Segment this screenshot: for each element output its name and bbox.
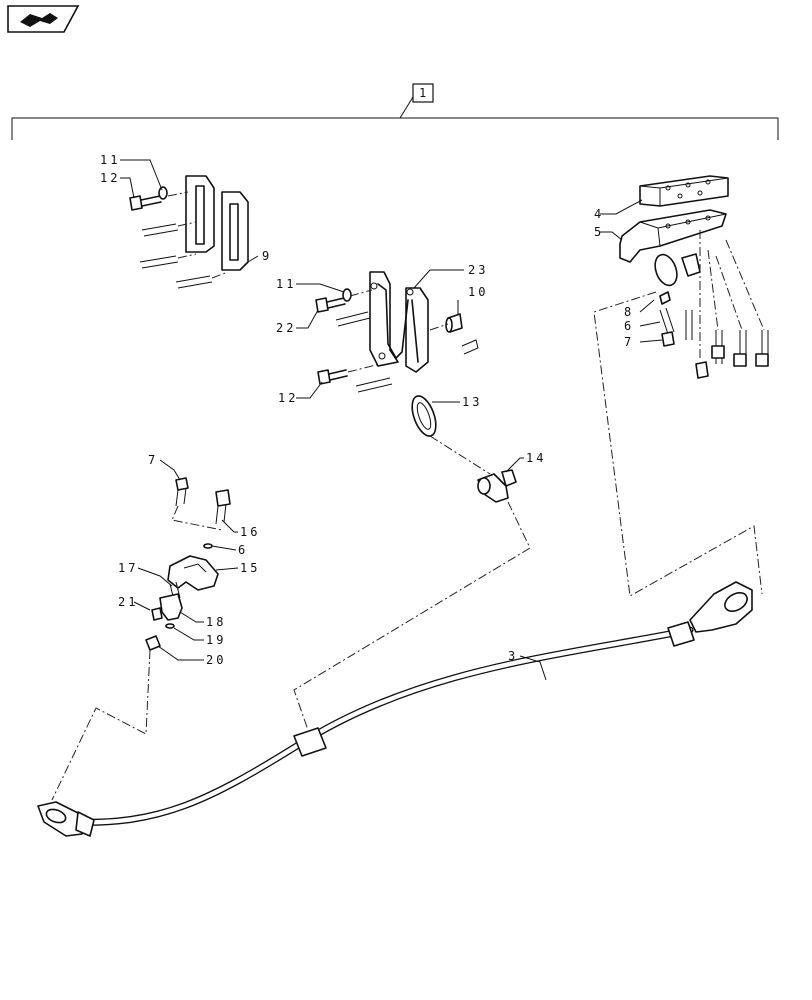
part-6-washer-right[interactable]: [659, 307, 675, 335]
callout-20: 20: [206, 653, 226, 667]
part-6-washer-left[interactable]: [203, 543, 213, 549]
part-13-link[interactable]: [407, 393, 440, 439]
callout-18: 18: [206, 615, 226, 629]
part-22-bolt[interactable]: [315, 297, 346, 313]
callout-3: 3: [508, 649, 518, 663]
assembly-number: 1: [419, 86, 426, 100]
callout-14: 14: [526, 451, 546, 465]
callout-22: 22: [276, 321, 296, 335]
callout-4: 4: [594, 207, 604, 221]
callout-12: 12: [100, 171, 120, 185]
part-16-bolt[interactable]: [215, 489, 231, 525]
part-12-bolt-upper[interactable]: [129, 195, 162, 211]
callout-15: 15: [240, 561, 260, 575]
hardware-bolts-right: [685, 230, 769, 379]
callout-7a: 7: [624, 335, 634, 349]
part-14-shackle[interactable]: [477, 469, 517, 503]
part-12-bolt-middle[interactable]: [317, 369, 348, 385]
assembly-number-box: [412, 83, 434, 103]
callout-11: 11: [100, 153, 120, 167]
part-18-latch[interactable]: [159, 593, 183, 621]
hardware-studs-23: [335, 289, 479, 393]
part-11-washer-upper[interactable]: [158, 186, 168, 200]
callout-16: 16: [240, 525, 260, 539]
callout-6b: 6: [238, 543, 248, 557]
part-4-pad[interactable]: [639, 175, 729, 207]
callout-23: 23: [468, 263, 488, 277]
callout-19: 19: [206, 633, 226, 647]
assembly-bracket: 1: [11, 83, 779, 140]
callout-21: 21: [118, 595, 138, 609]
callout-17: 17: [118, 561, 138, 575]
part-19-washer[interactable]: [165, 623, 175, 629]
part-7-bolt-right[interactable]: [661, 331, 675, 347]
part-8-bolt[interactable]: [659, 291, 671, 305]
callout-6a: 6: [624, 319, 634, 333]
callout-13: 13: [462, 395, 482, 409]
part-10-spacer[interactable]: [445, 313, 463, 333]
callout-8: 8: [624, 305, 634, 319]
callout-11b: 11: [276, 277, 296, 291]
callout-9: 9: [262, 249, 272, 263]
part-11-washer-middle[interactable]: [342, 288, 352, 302]
part-21-spring[interactable]: [151, 607, 163, 621]
callout-10: 10: [468, 285, 488, 299]
part-5-bracket-pad[interactable]: [619, 209, 727, 288]
part-23-bracket[interactable]: [369, 271, 429, 373]
book-arrow-icon[interactable]: [7, 5, 80, 33]
part-15-clamp[interactable]: [167, 555, 219, 591]
part-20-nut[interactable]: [145, 635, 161, 651]
part-9-bracket[interactable]: [185, 175, 249, 271]
callout-12b: 12: [278, 391, 298, 405]
hardware-studs-9: [139, 191, 229, 289]
part-3-cable[interactable]: [37, 581, 753, 837]
callout-5: 5: [594, 225, 604, 239]
callout-7b: 7: [148, 453, 158, 467]
part-7-bolt-left[interactable]: [175, 477, 189, 507]
